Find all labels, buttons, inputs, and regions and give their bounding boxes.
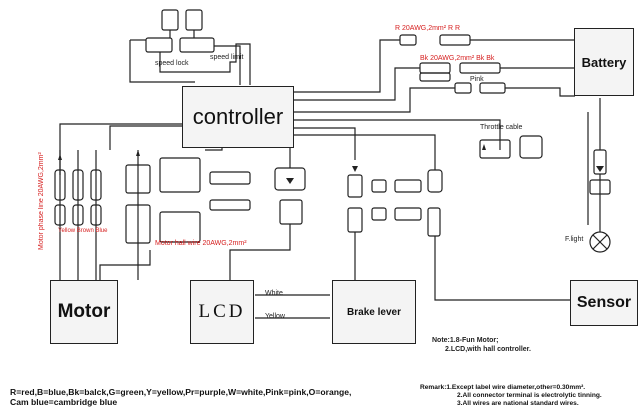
wire-red-label: R 20AWG,2mm² R R bbox=[395, 25, 461, 32]
remark-line-3: 3.All wires are national standard wires. bbox=[457, 400, 579, 408]
switch-connector-right bbox=[185, 9, 203, 31]
wire-pink-label: Pink bbox=[470, 76, 484, 83]
motor-phase-colors: Yellow Brown Blue bbox=[58, 228, 108, 234]
brake-label: Brake lever bbox=[347, 306, 401, 318]
wire-black-label: Bk 20AWG,2mm² Bk Bk bbox=[420, 55, 495, 62]
sensor-box: Sensor bbox=[570, 280, 638, 326]
motor-hall-label: Motor hall wire 20AWG,2mm² bbox=[155, 240, 247, 247]
flight-label: F.light bbox=[565, 236, 584, 243]
remark-block: Remark:1.Except label wire diameter,othe… bbox=[420, 384, 602, 409]
white-wire-label: White bbox=[265, 290, 283, 297]
brake-box: Brake lever bbox=[332, 280, 416, 344]
controller-label: controller bbox=[192, 104, 284, 129]
motor-box: Motor bbox=[50, 280, 118, 344]
remark-line-1: Remark:1.Except label wire diameter,othe… bbox=[420, 384, 586, 391]
speed-connector-right bbox=[179, 37, 215, 53]
controller-box: controller bbox=[182, 86, 294, 148]
yellow-wire-label: Yellow bbox=[265, 313, 285, 320]
motor-phase-label: Motor phase line 20AWG,2mm² bbox=[38, 152, 45, 250]
note-line-1: Note:1.8-Fun Motor; bbox=[432, 337, 499, 344]
remark-line-2: 2.All connector terminal is electrolytic… bbox=[457, 392, 602, 400]
speed-lock-label: speed lock bbox=[155, 60, 189, 67]
throttle-label: Throttle cable bbox=[480, 124, 523, 131]
lcd-label: LCD bbox=[198, 301, 246, 322]
speed-connector-left bbox=[145, 37, 173, 53]
battery-box: Battery bbox=[574, 28, 634, 96]
battery-label: Battery bbox=[581, 54, 627, 70]
sensor-label: Sensor bbox=[576, 294, 632, 311]
speed-limit-label: speed limit bbox=[210, 54, 244, 61]
legend-line-1: R=red,B=blue,Bk=balck,G=green,Y=yellow,P… bbox=[10, 387, 352, 397]
color-legend: R=red,B=blue,Bk=balck,G=green,Y=yellow,P… bbox=[10, 387, 351, 407]
legend-line-2: Cam blue=cambridge blue bbox=[10, 397, 118, 407]
note-line-2: 2.LCD,with hall controller. bbox=[445, 346, 531, 353]
switch-connector-left bbox=[161, 9, 179, 31]
lcd-box: LCD bbox=[190, 280, 254, 344]
motor-label: Motor bbox=[57, 301, 111, 322]
